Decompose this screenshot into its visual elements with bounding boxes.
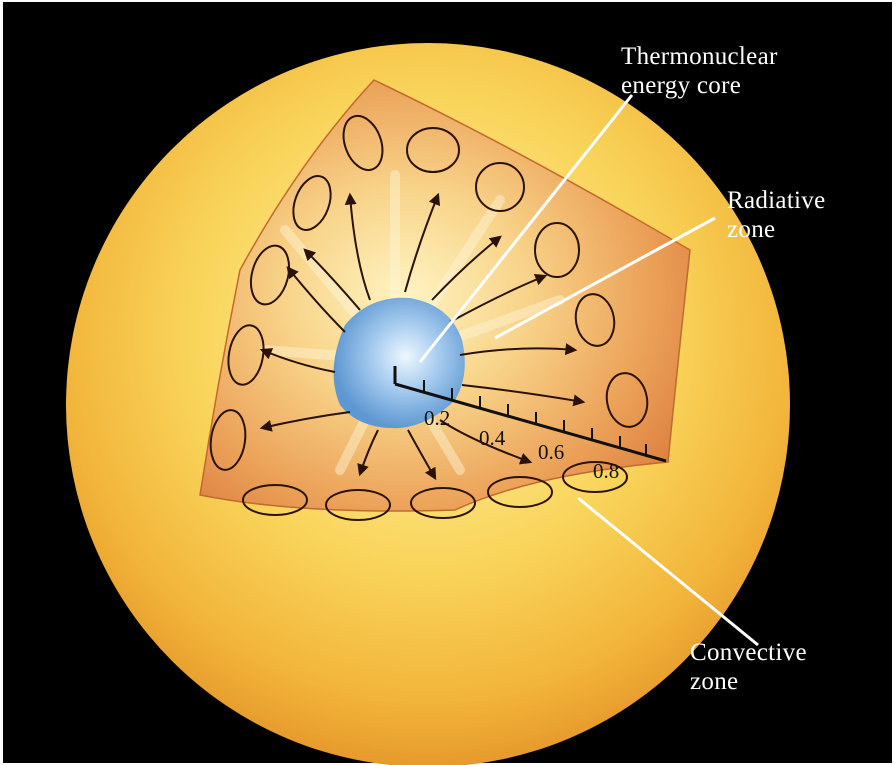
core-label-line-2: energy core: [621, 71, 778, 100]
convective-label-line-2: zone: [690, 667, 807, 696]
convective-label-line-1: Convective: [690, 638, 807, 667]
radiative-zone-label: Radiative zone: [727, 186, 826, 244]
scale-label-0-6: 0.6: [538, 441, 564, 463]
scale-label-0-4: 0.4: [479, 427, 505, 449]
radiative-label-line-1: Radiative: [727, 186, 826, 215]
radiative-label-line-2: zone: [727, 215, 826, 244]
core-label-line-1: Thermonuclear: [621, 42, 778, 71]
scale-label-0-2: 0.2: [424, 407, 450, 429]
scale-label-0-8: 0.8: [593, 460, 619, 482]
convective-zone-label: Convective zone: [690, 638, 807, 696]
core-label: Thermonuclear energy core: [621, 42, 778, 100]
